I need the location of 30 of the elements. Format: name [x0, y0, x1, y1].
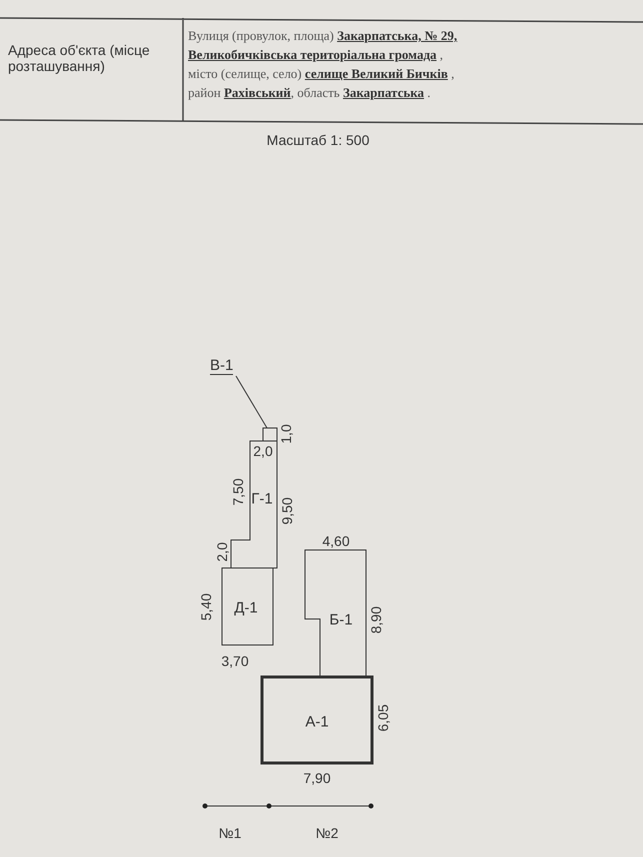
building-label: Б-1 — [329, 612, 353, 628]
address-line: Великобичківська територіальна громада , — [188, 47, 444, 63]
dimension-label: 4,60 — [322, 533, 350, 549]
dimension-label: 7,50 — [230, 478, 246, 506]
building-outline — [231, 441, 277, 568]
dimension-label: №2 — [316, 825, 338, 841]
dimension-label: 5,40 — [198, 593, 214, 621]
address-label: Адреса об'єкта (місце розташування) — [8, 42, 151, 74]
address-line: район Рахівський, область Закарпатська . — [188, 85, 431, 101]
dimension-label: 6,05 — [375, 704, 391, 732]
dimension-label: 2,0 — [214, 542, 230, 562]
scale-label: Масштаб 1: 500 — [266, 132, 370, 148]
annex-label: В-1 — [210, 358, 234, 375]
dimension-label: №1 — [218, 825, 242, 841]
dimension-label: 7,90 — [303, 770, 331, 786]
building-label: А-1 — [305, 714, 329, 730]
dimension-label: 2,0 — [253, 443, 273, 459]
building-outline — [305, 550, 366, 677]
dimension-label: 3,70 — [221, 653, 249, 669]
dimension-label: 1,0 — [278, 424, 294, 444]
building-label: Д-1 — [234, 600, 258, 616]
building-outline — [222, 568, 273, 645]
leader-line — [236, 376, 268, 428]
dimension-label: 9,50 — [279, 497, 295, 525]
address-line: Вулиця (провулок, площа) Закарпатська, № 29, — [188, 28, 458, 44]
small-annex-outline — [263, 428, 277, 441]
building-label: Г-1 — [251, 490, 273, 508]
address-line: місто (селище, село) селище Великий Бичків , — [188, 66, 454, 82]
building-outline — [262, 677, 372, 763]
dimension-label: 8,90 — [368, 606, 384, 634]
